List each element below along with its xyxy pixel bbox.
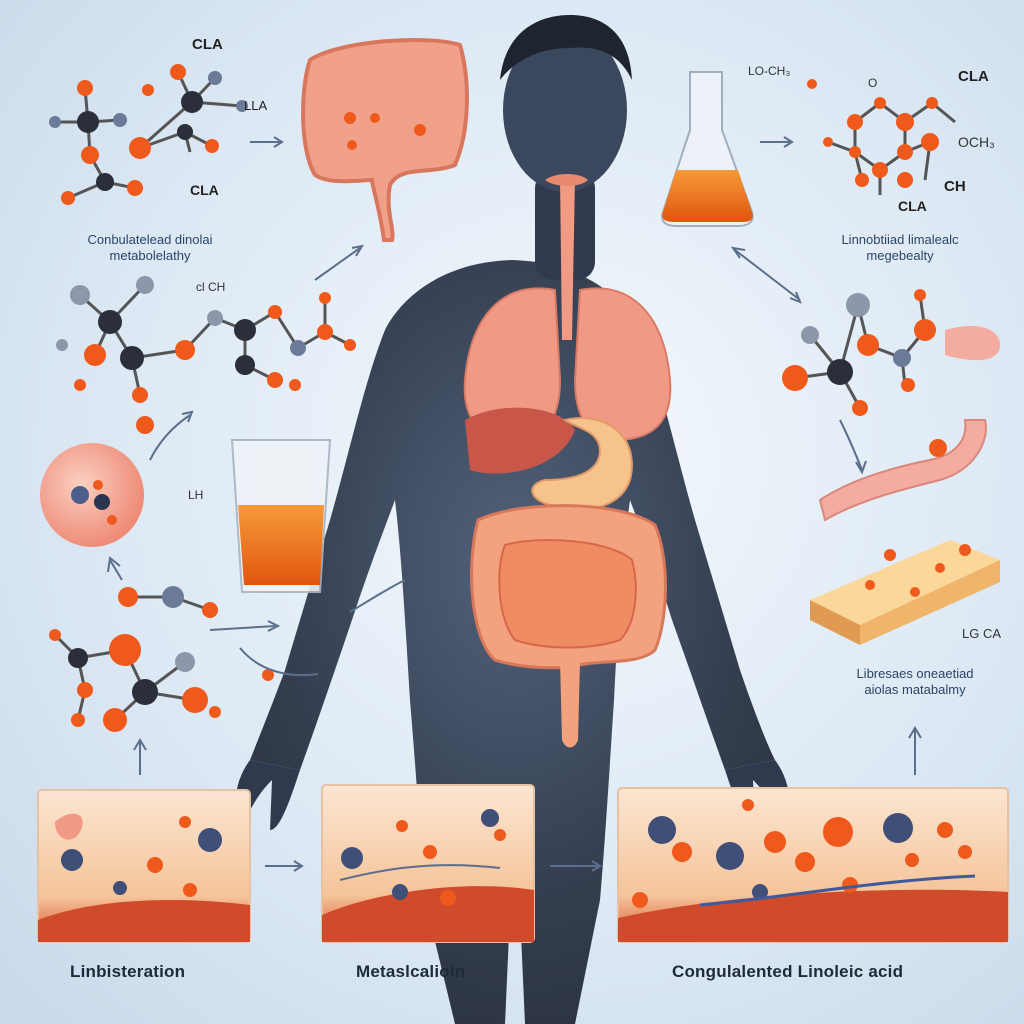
right-caption-line2: aiolas matabalmy [864,682,966,697]
top-left-caption-line2: metabolelathy [109,248,191,263]
top-right-caption-line2: megebealty [866,248,934,263]
rectum [560,660,580,748]
top-left-caption-line1: Conbulatelead dinolai [87,232,213,247]
colon-illustration [301,38,469,242]
right-caption-line1: Libresaes oneaetiad [856,666,974,681]
cla-right-label-2: CLA [898,198,927,214]
panel-2-label: Metaslcalioin [356,962,466,981]
atoms-mid-right [782,289,947,457]
atoms-top-left [49,64,248,205]
cell [40,443,144,547]
o-label: O [868,76,878,90]
flow-arrows [107,136,922,872]
esophagus [560,178,575,340]
cla-label-1: CLA [192,36,223,53]
stomach [531,417,633,511]
right-caption: Libresaes oneaetiad aiolas matabalmy [820,666,1010,698]
lo-ch3-label: LO-CH₃ [748,64,791,78]
cla-label-2: CLA [190,182,219,198]
cell-label: LH [188,488,204,502]
atoms-top-right [807,79,939,188]
atoms-lower-left [49,586,274,732]
right-lung [573,287,672,442]
och3-label: OCH₃ [958,134,995,150]
molecule-top-right [827,101,956,195]
bottom-panel-1 [37,789,251,943]
small-intestine [498,539,637,649]
top-right-caption: Linnobtiiad limalealc megebealty [800,232,1000,264]
liver [465,407,575,474]
ch-label: CH [944,178,966,195]
tissue-label: LG CA [962,626,1002,641]
fat-tissue-block [810,540,1000,645]
mid-left-molecule-label: cl CH [196,280,226,294]
organs [463,174,672,748]
hair [500,15,632,80]
cla-right-label-1: CLA [958,68,989,85]
bottom-panel-3 [617,787,1009,943]
top-right-caption-line1: Linnobtiiad limalealc [841,232,959,247]
intestine-tube [818,325,1000,522]
panel-3-label: Congulalented Linoleic acid [672,962,904,981]
juice-glass [230,439,332,593]
atoms-mid-left [56,276,356,434]
flask [661,71,754,227]
head [503,28,627,192]
lla-label: LLA [244,98,268,113]
top-left-caption: Conbulatelead dinolai metabolelathy [60,232,240,264]
panel-1-label: Linbisteration [70,962,186,981]
molecule-mid-left [78,283,351,396]
bottom-panel-2 [321,784,535,943]
